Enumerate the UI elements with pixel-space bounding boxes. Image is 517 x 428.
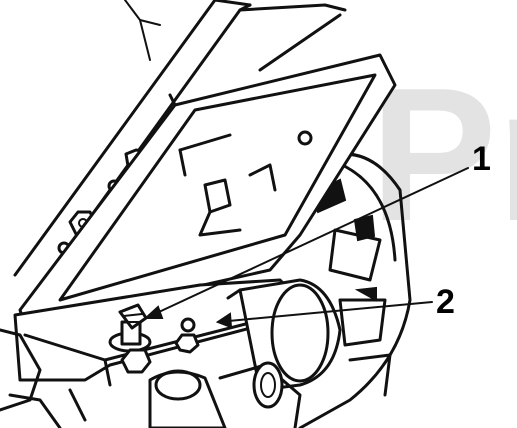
lower-shaft	[148, 361, 302, 428]
gear-hub	[226, 278, 342, 392]
lock-pin	[108, 303, 152, 353]
inner-mechanism	[198, 130, 313, 237]
plate-bolts	[120, 317, 200, 374]
callout-number-1: 1	[472, 140, 491, 178]
plate-bolt-left	[120, 348, 152, 374]
upper-frame-lines	[124, 0, 161, 61]
plate-bolt-center	[180, 317, 196, 333]
callout-number-2: 2	[436, 283, 455, 321]
callout-leaders	[143, 167, 469, 329]
left-lower-frame	[0, 328, 87, 428]
leader-line-1	[143, 167, 469, 319]
plate-bolt-right	[174, 333, 200, 354]
leader-line-2	[215, 301, 433, 329]
